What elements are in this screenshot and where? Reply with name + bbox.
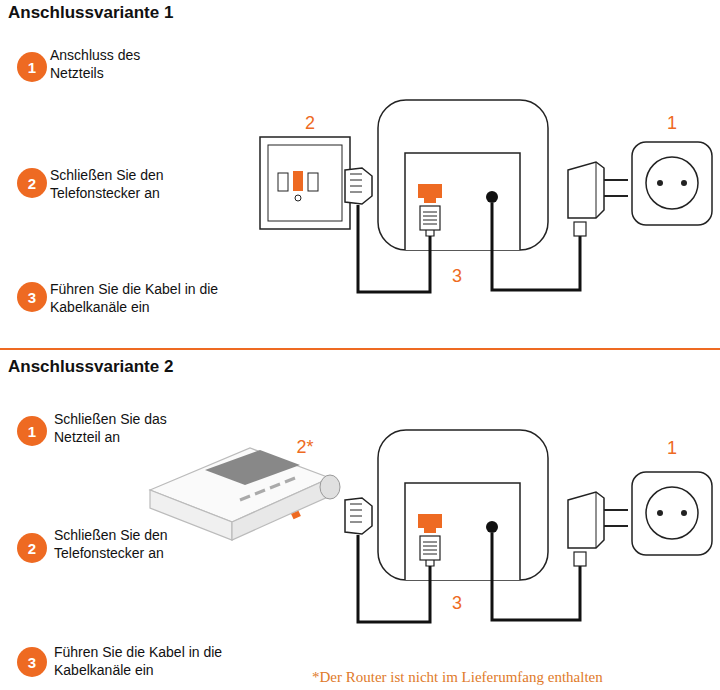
step-circle: 2 [17, 533, 47, 563]
callout-number: 1 [667, 437, 677, 460]
footnote: *Der Router ist nicht im Lieferumfang en… [312, 668, 712, 688]
step-circle: 1 [17, 416, 47, 446]
step-circle: 1 [17, 52, 47, 82]
callout-number: 2* [296, 436, 313, 459]
step-text: Schließen Sie den Telefonstecker an [54, 526, 224, 562]
step-number: 2 [28, 175, 36, 192]
callout-number: 3 [452, 592, 462, 615]
step-number: 3 [28, 654, 36, 671]
step-text: Schließen Sie das Netzteil an [54, 410, 194, 446]
step-text: Führen Sie die Kabel in die Kabelkanäle … [54, 643, 284, 679]
step-number: 1 [28, 59, 36, 76]
step-text: Anschluss des Netzteils [50, 46, 190, 82]
callout-number: 1 [667, 112, 677, 135]
step-circle: 3 [17, 282, 47, 312]
step-circle: 2 [17, 168, 47, 198]
section-heading: Anschlussvariante 1 [8, 2, 408, 24]
step-number: 1 [28, 423, 36, 440]
step-text: Schließen Sie den Telefonstecker an [50, 166, 210, 202]
step-number: 3 [28, 289, 36, 306]
callout-number: 3 [452, 265, 462, 288]
step-number: 2 [28, 540, 36, 557]
section-heading: Anschlussvariante 2 [8, 356, 408, 378]
callout-number: 2 [305, 112, 315, 135]
step-circle: 3 [17, 647, 47, 677]
step-text: Führen Sie die Kabel in die Kabelkanäle … [50, 280, 240, 316]
